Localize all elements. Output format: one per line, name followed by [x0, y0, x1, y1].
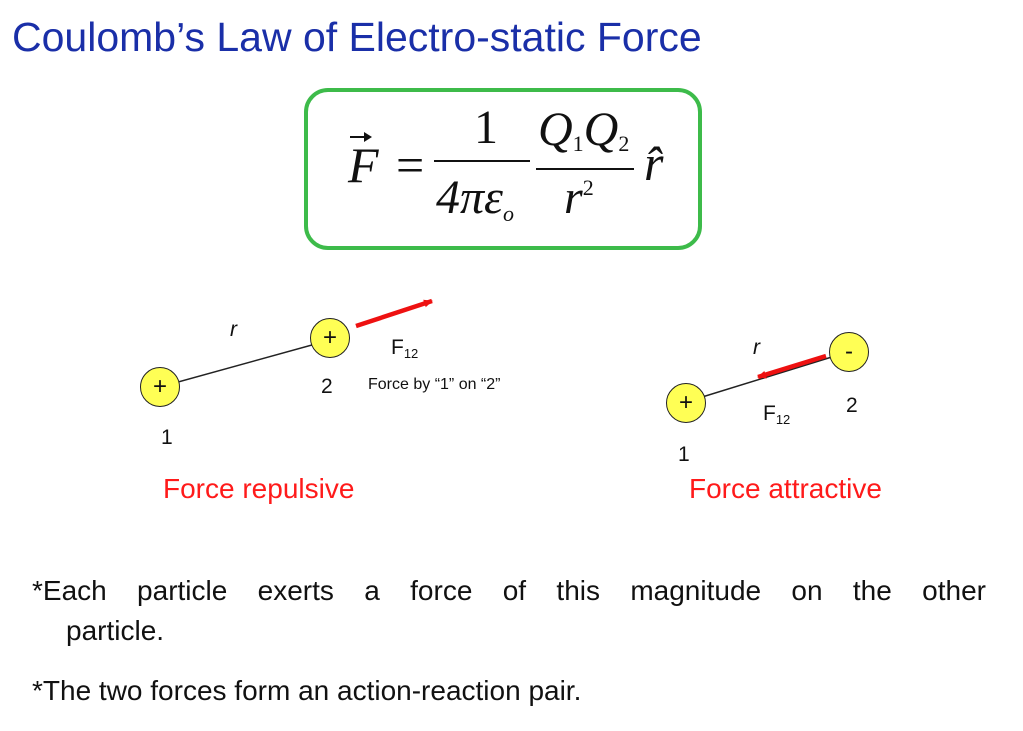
- repulsive-charge-1: +: [140, 367, 180, 407]
- equals-sign: =: [396, 137, 425, 193]
- repulsive-force-note: Force by “1” on “2”: [368, 376, 501, 393]
- attractive-caption: Force attractive: [689, 473, 882, 504]
- fraction2-numerator: Q1Q2: [538, 103, 630, 156]
- unit-vector-r-hat: r̂: [644, 135, 664, 191]
- repulsive-caption: Force repulsive: [163, 473, 355, 504]
- note-action-reaction: *The two forces form an action-reaction …: [32, 675, 582, 706]
- fraction2-denominator: r2: [564, 171, 594, 224]
- fraction1-numerator: 1: [474, 101, 498, 154]
- note-each-particle-continued: particle.: [66, 615, 165, 646]
- repulsive-force-arrow: [355, 298, 433, 329]
- attractive-charge-2: -: [829, 332, 869, 372]
- vector-arrow-icon: [350, 132, 372, 142]
- fraction2-bar: [536, 168, 634, 170]
- formula-box: F = 1 4πεo Q1Q2 r2 r̂: [304, 88, 702, 250]
- note-each-particle: *Each particle exerts a force of this ma…: [32, 575, 986, 606]
- fraction1-denominator: 4πεo: [436, 171, 514, 226]
- attractive-distance-label: r: [753, 336, 760, 359]
- repulsive-charge-2-label: 2: [321, 375, 333, 398]
- repulsive-charge-2: +: [310, 318, 350, 358]
- attractive-charge-2-label: 2: [846, 394, 858, 417]
- force-symbol: F: [348, 137, 379, 193]
- attractive-separation-line: [685, 351, 849, 403]
- attractive-charge-1-label: 1: [678, 443, 690, 466]
- repulsive-separation-line: [159, 339, 331, 388]
- attractive-charge-1: +: [666, 383, 706, 423]
- repulsive-charge-1-label: 1: [161, 426, 173, 449]
- fraction1-bar: [434, 160, 530, 162]
- slide-title: Coulomb’s Law of Electro-static Force: [12, 14, 702, 60]
- attractive-force-label: F12: [763, 402, 791, 427]
- attractive-force-arrow: [757, 353, 827, 380]
- repulsive-distance-label: r: [230, 318, 237, 341]
- repulsive-force-label: F12: [391, 336, 419, 361]
